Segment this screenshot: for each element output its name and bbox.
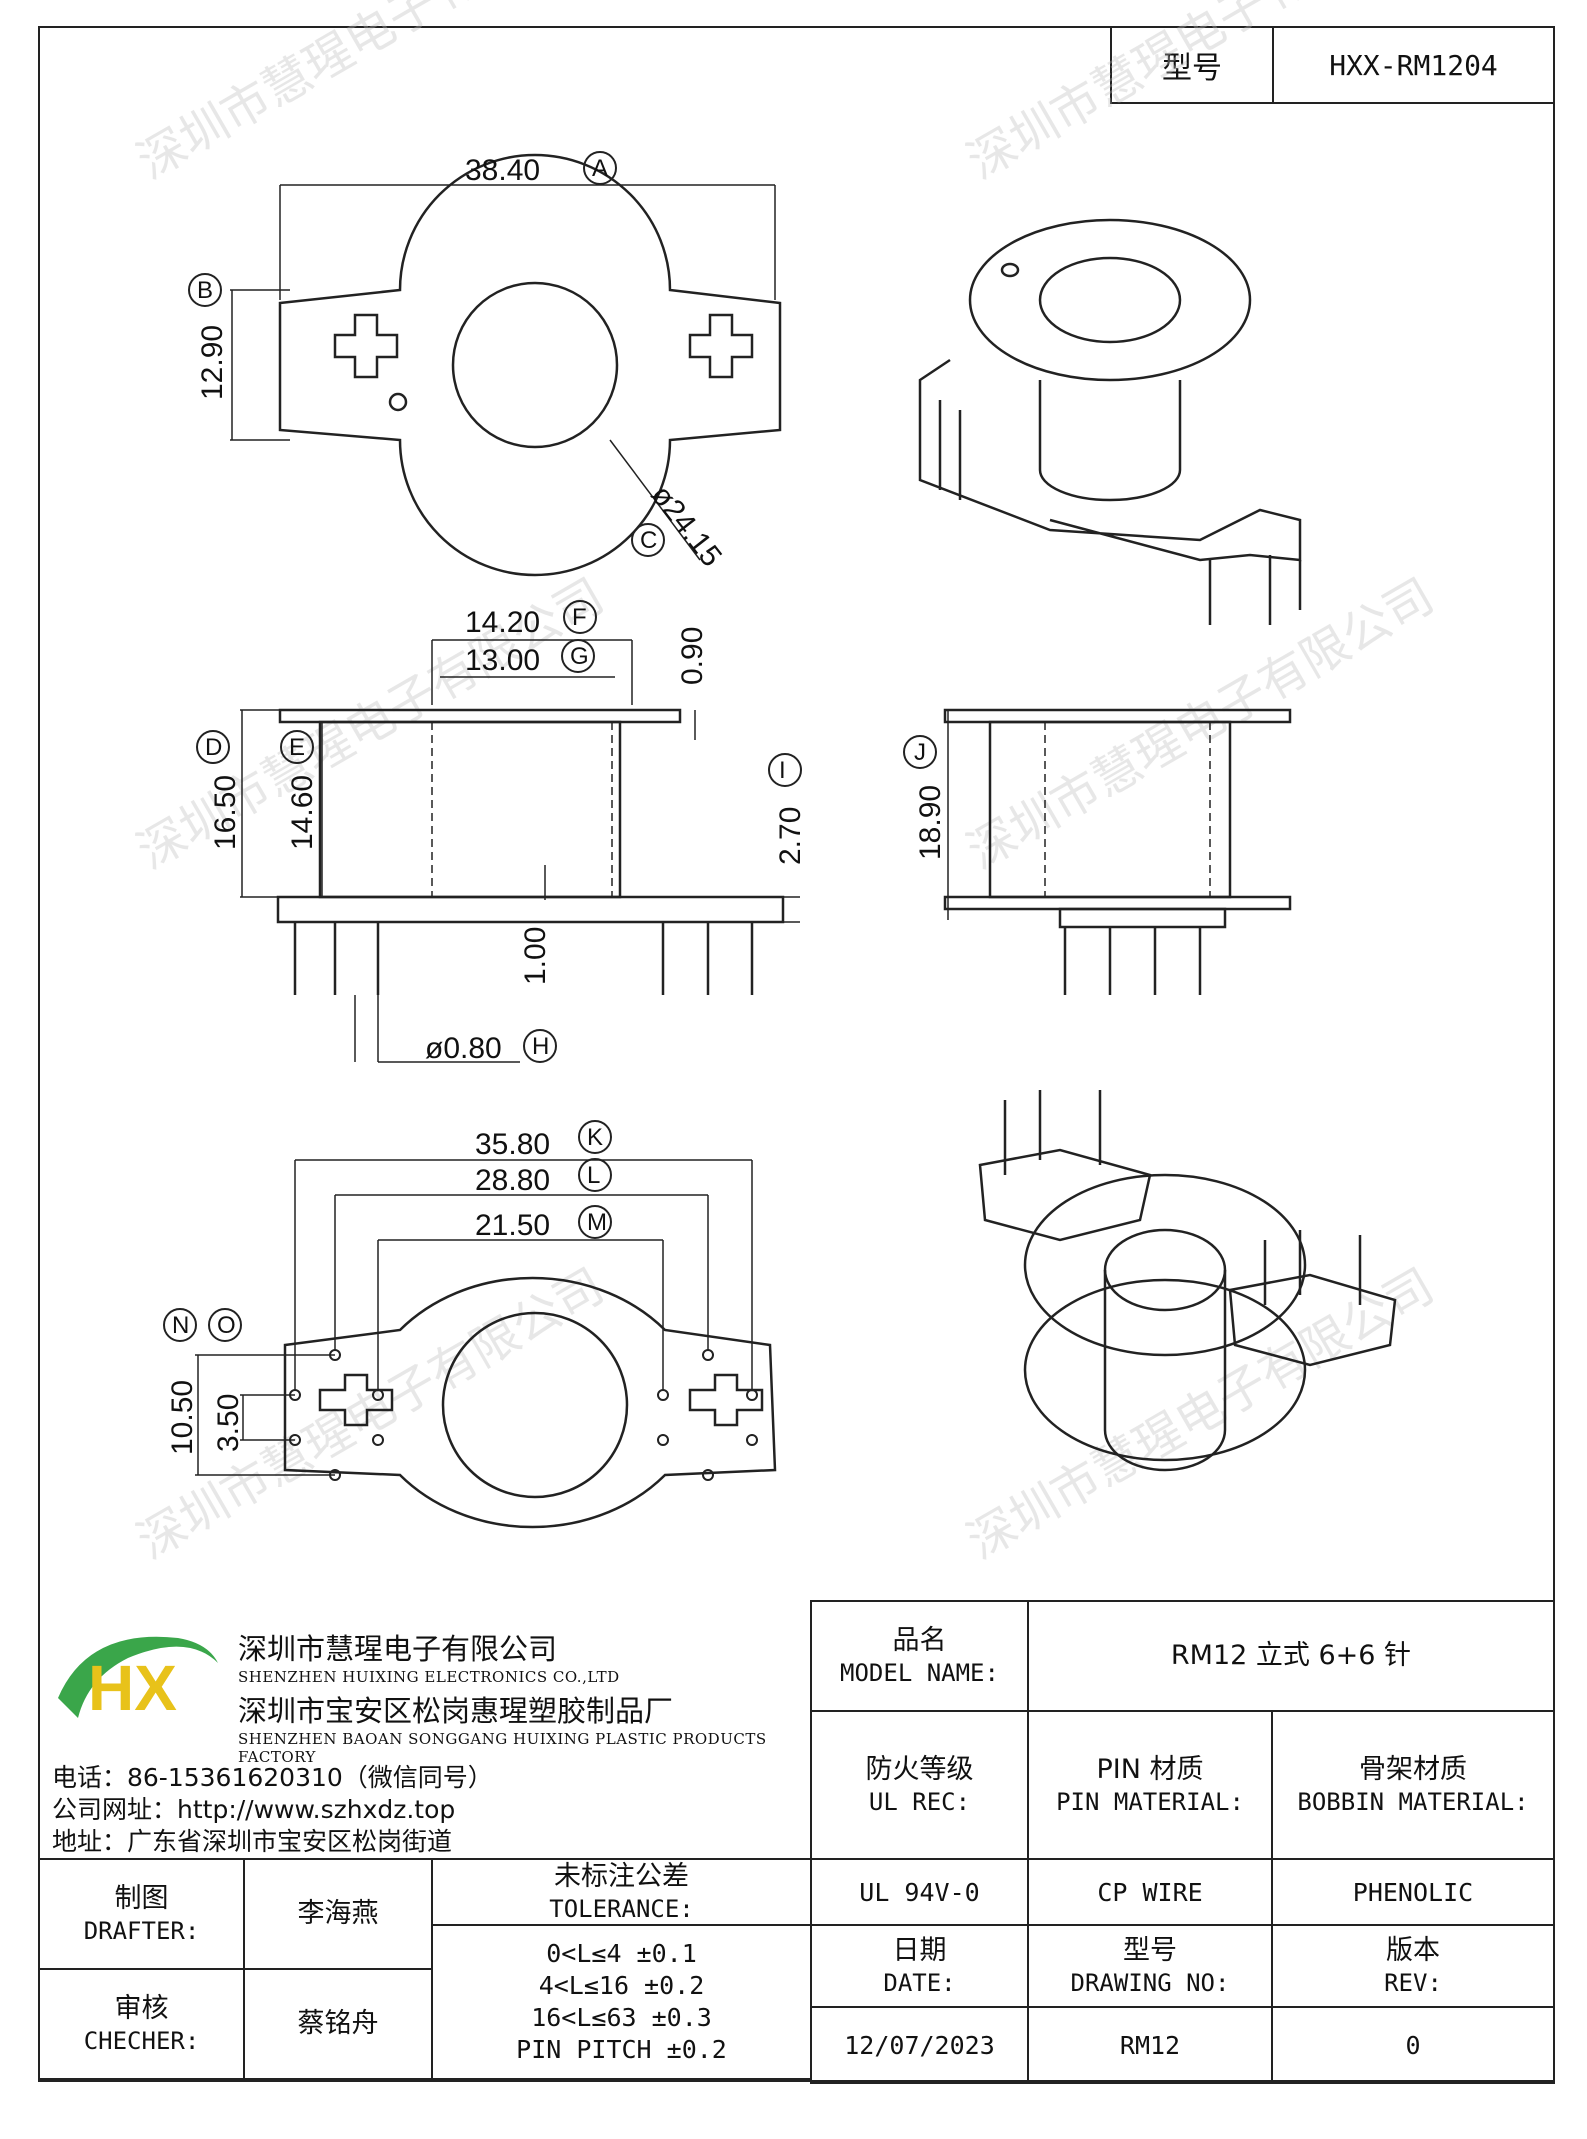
company-name-en: SHENZHEN HUIXING ELECTRONICS CO.,LTD (238, 1668, 620, 1686)
date-label-en: DATE: (883, 1969, 956, 1997)
marker-m: M (587, 1209, 607, 1236)
rev-value: 0 (1271, 2006, 1555, 2084)
dim-i: 2.70 (774, 807, 807, 865)
ul-label-en: UL REC: (868, 1788, 971, 1816)
marker-a: A (592, 155, 608, 182)
factory-name-cn: 深圳市宝安区松岗惠瑆塑胶制品厂 (238, 1694, 674, 1728)
tolerance-line: 0<L≤4 ±0.1 (546, 1939, 697, 1968)
dim-d: 16.50 (209, 775, 242, 850)
watermark-6: 深圳市慧瑆电子有限公司 (958, 1258, 1443, 1571)
model-name-cn: 品名 (892, 1625, 947, 1656)
bottom-view: 35.80 K 28.80 L 21.50 M 10.50 N 3.50 O (163, 1120, 777, 1529)
marker-l: L (587, 1162, 600, 1189)
tolerance-line: 16<L≤63 ±0.3 (531, 2003, 712, 2032)
marker-o: O (217, 1312, 236, 1339)
dim-pin-step: 1.00 (519, 927, 552, 985)
isometric-view-bottom (978, 1090, 1397, 1472)
side-view: 14.20 F 13.00 G 0.90 16.50 D 14.60 E 2.7… (196, 600, 807, 1065)
checker-label-cn: 审核 (114, 1993, 169, 2024)
bobbin-label-en: BOBBIN MATERIAL: (1297, 1788, 1529, 1816)
dim-h: ø0.80 (425, 1032, 502, 1065)
date-label-cn: 日期 (892, 1935, 947, 1966)
checker-name: 蔡铭舟 (243, 1968, 433, 2080)
drawing-sheet (38, 26, 1555, 2082)
marker-j: J (914, 739, 926, 766)
bobbin-value: PHENOLIC (1271, 1858, 1555, 1926)
rev-label-en: REV: (1384, 1969, 1442, 1997)
dim-g: 13.00 (465, 644, 540, 677)
watermark-1: 深圳市慧瑆电子有限公司 (128, 0, 613, 190)
dim-b: 12.90 (196, 325, 229, 400)
tolerance-label-cn: 未标注公差 (554, 1861, 689, 1892)
tolerance-values: 0<L≤4 ±0.1 4<L≤16 ±0.2 16<L≤63 ±0.3 PIN … (431, 1924, 812, 2080)
logo-letters: HX (88, 1652, 177, 1724)
drafter-label-cn: 制图 (114, 1883, 169, 1914)
rev-label-cn: 版本 (1386, 1935, 1440, 1966)
company-website[interactable]: 公司网址：http://www.szhxdz.top (52, 1795, 456, 1824)
tolerance-line: 4<L≤16 ±0.2 (538, 1971, 705, 2000)
marker-k: K (587, 1124, 603, 1151)
isometric-pins (1003, 1090, 1362, 1305)
technical-drawing: 深圳市慧瑆电子有限公司 深圳市慧瑆电子有限公司 深圳市慧瑆电子有限公司 深圳市慧… (128, 0, 1443, 1571)
marker-g: G (570, 643, 589, 670)
model-number-box: 型号 HXX-RM1204 (1110, 26, 1555, 104)
top-view: 38.40 A 12.90 B ø24.15 C (188, 151, 782, 577)
marker-i: I (779, 757, 786, 784)
dim-top-gap: 0.90 (676, 627, 709, 685)
date-value: 12/07/2023 (810, 2006, 1029, 2084)
bobbin-label-cn: 骨架材质 (1359, 1754, 1467, 1785)
isometric-view-top (918, 218, 1302, 625)
title-block: HX 深圳市慧瑆电子有限公司 SHENZHEN HUIXING ELECTRON… (38, 1600, 1555, 2084)
drafter-label-en: DRAFTER: (83, 1917, 200, 1945)
checker-label-en: CHECHER: (83, 2027, 200, 2055)
ul-label-cn: 防火等级 (865, 1754, 974, 1785)
dim-o: 3.50 (212, 1394, 245, 1452)
dim-m: 21.50 (475, 1209, 550, 1242)
front-view: 18.90 J (903, 708, 1292, 995)
dim-e: 14.60 (286, 775, 319, 850)
ul-value: UL 94V-0 (810, 1858, 1029, 1926)
pin-label-en: PIN MATERIAL: (1056, 1788, 1244, 1816)
dim-k: 35.80 (475, 1128, 550, 1161)
drafter-name: 李海燕 (243, 1858, 433, 1970)
drawing-no-label-en: DRAWING NO: (1070, 1969, 1230, 1997)
pin-value: CP WIRE (1027, 1858, 1273, 1926)
model-label: 型号 (1112, 28, 1274, 102)
company-phone: 电话：86-15361620310（微信同号） (52, 1763, 493, 1792)
front-view-pins (1063, 927, 1202, 995)
marker-b: B (197, 277, 213, 304)
dim-n: 10.50 (166, 1380, 199, 1455)
marker-h: H (532, 1033, 549, 1060)
watermark-5: 深圳市慧瑆电子有限公司 (128, 1258, 613, 1571)
watermark-2: 深圳市慧瑆电子有限公司 (958, 0, 1443, 190)
company-info: HX 深圳市慧瑆电子有限公司 SHENZHEN HUIXING ELECTRON… (38, 1600, 810, 1862)
drawing-no-value: RM12 (1027, 2006, 1273, 2084)
marker-n: N (172, 1312, 189, 1339)
dim-l: 28.80 (475, 1164, 550, 1197)
dim-j: 18.90 (914, 785, 947, 860)
company-name-cn: 深圳市慧瑆电子有限公司 (238, 1632, 558, 1666)
company-logo: HX (58, 1636, 218, 1724)
dim-f: 14.20 (465, 606, 540, 639)
marker-d: D (205, 734, 222, 761)
company-address: 地址：广东省深圳市宝安区松岗街道 (52, 1827, 453, 1856)
model-name-en: MODEL NAME: (840, 1659, 999, 1687)
pin-label-cn: PIN 材质 (1096, 1754, 1204, 1785)
watermark-4: 深圳市慧瑆电子有限公司 (958, 568, 1443, 881)
factory-name-en: SHENZHEN BAOAN SONGGANG HUIXING PLASTIC … (238, 1730, 767, 1766)
drawing-no-label-cn: 型号 (1123, 1935, 1177, 1966)
tolerance-line: PIN PITCH ±0.2 (516, 2035, 727, 2064)
model-value: HXX-RM1204 (1329, 48, 1498, 82)
approval-table: 制图 DRAFTER: 李海燕 未标注公差 TOLERANCE: 0<L≤4 ±0.… (38, 1858, 812, 2080)
dim-a: 38.40 (465, 154, 540, 187)
marker-e: E (289, 734, 305, 761)
tolerance-label-en: TOLERANCE: (549, 1895, 694, 1923)
model-name-value: RM12 立式 6+6 针 (1027, 1600, 1555, 1712)
watermark-3: 深圳市慧瑆电子有限公司 (128, 568, 613, 881)
side-view-pins (293, 922, 754, 995)
marker-c: C (640, 527, 657, 554)
marker-f: F (572, 604, 587, 631)
